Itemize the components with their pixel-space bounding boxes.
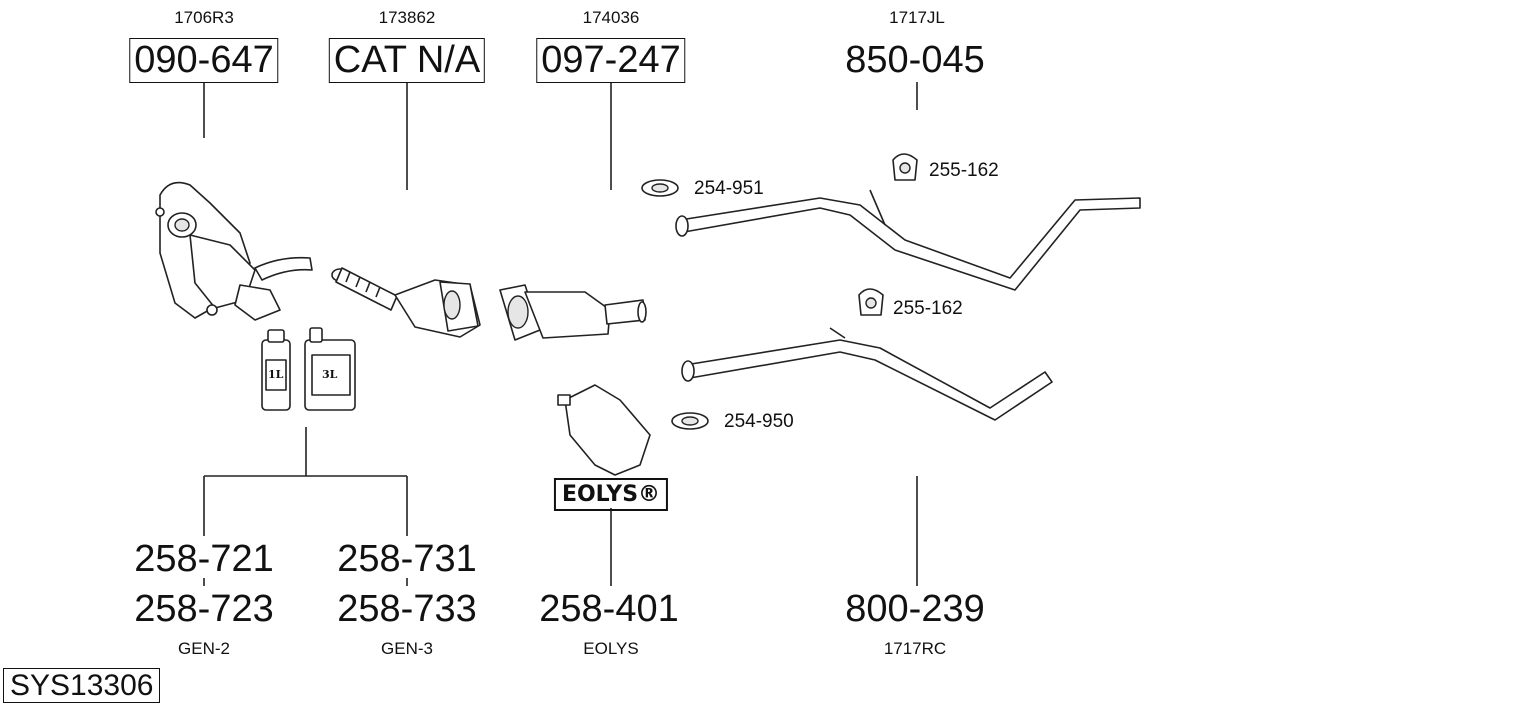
mount-mid-label[interactable]: 255-162 <box>893 298 963 319</box>
bottom-ref-1: GEN-2 <box>178 639 230 658</box>
additive-bottle-3l-illustration <box>304 327 356 411</box>
part-number-6b[interactable]: 258-733 <box>337 588 477 630</box>
bottle-3l-label: 3L <box>322 368 338 381</box>
bottom-ref-4: 1717RC <box>883 639 947 658</box>
part-number-1[interactable]: 090-647 <box>129 38 279 83</box>
part-number-3[interactable]: 097-247 <box>536 38 686 83</box>
bottom-ref-3: EOLYS <box>583 639 639 658</box>
mount-top-illustration <box>892 153 918 181</box>
part-number-7[interactable]: 258-401 <box>539 588 679 630</box>
flex-pipe-catalyst-illustration <box>331 267 481 338</box>
part-number-2[interactable]: CAT N/A <box>328 38 486 83</box>
part-number-6a[interactable]: 258-731 <box>337 538 477 580</box>
top-ref-3: 174036 <box>582 8 640 27</box>
clamp-bottom-label[interactable]: 254-950 <box>724 411 794 432</box>
top-ref-4: 1717JL <box>889 8 945 27</box>
particulate-filter-illustration <box>499 284 647 341</box>
system-id: SYS13306 <box>3 668 161 703</box>
clamp-top-label[interactable]: 254-951 <box>694 178 764 199</box>
top-ref-2: 173862 <box>378 8 436 27</box>
mount-mid-illustration <box>858 288 884 316</box>
part-number-5b[interactable]: 258-723 <box>134 588 274 630</box>
eolys-tank-illustration <box>557 384 651 476</box>
part-number-8[interactable]: 800-239 <box>845 588 985 630</box>
mount-top-label[interactable]: 255-162 <box>929 160 999 181</box>
rear-pipe-top-illustration <box>675 189 1141 291</box>
clamp-top-illustration <box>641 179 679 197</box>
part-number-4[interactable]: 850-045 <box>845 39 985 81</box>
part-number-5a[interactable]: 258-721 <box>134 538 274 580</box>
manifold-catalyst-illustration <box>155 181 313 321</box>
intermediate-pipe-illustration <box>681 327 1053 421</box>
top-ref-1: 1706R3 <box>174 8 234 27</box>
bottle-1l-label: 1L <box>268 368 284 381</box>
eolys-badge: EOLYS® <box>553 478 669 511</box>
bottom-ref-2: GEN-3 <box>381 639 433 658</box>
additive-bottle-1l-illustration <box>261 329 291 411</box>
clamp-bottom-illustration <box>671 412 709 430</box>
